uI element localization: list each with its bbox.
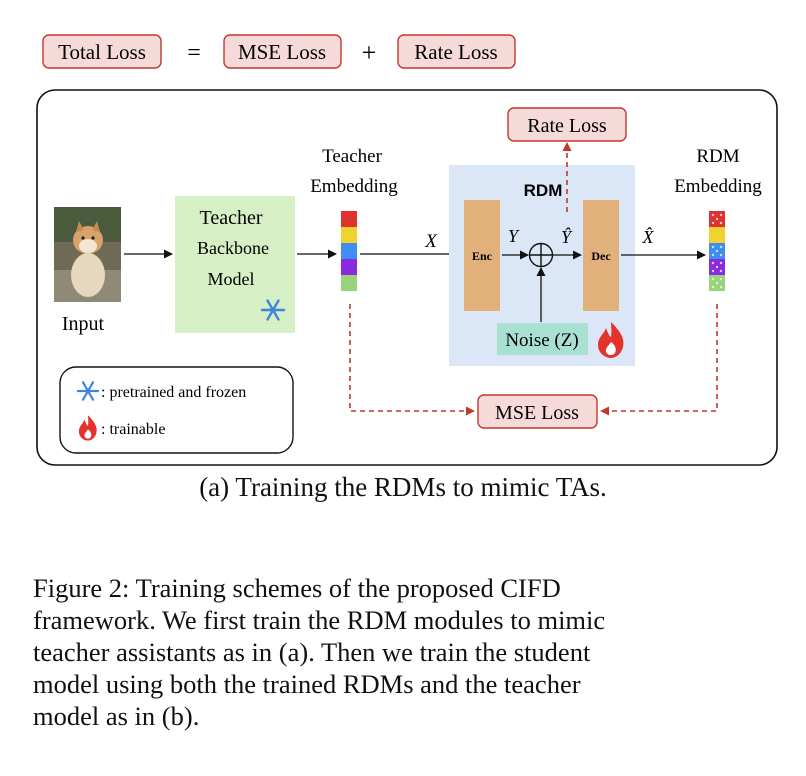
- legend-box: [59, 366, 294, 454]
- diagram-frame: [36, 89, 778, 466]
- caption-line: model using both the trained RDMs and th…: [33, 669, 581, 699]
- legend-flame-icon: [78, 415, 97, 441]
- caption-line: model as in (b).: [33, 701, 200, 731]
- teacher-model-line2: Backbone: [197, 238, 269, 258]
- figure-caption: Figure 2: Training schemes of the propos…: [33, 572, 793, 732]
- training-diagram: Total Loss = MSE Loss + Rate Loss Input …: [36, 34, 778, 466]
- caption-line: framework. We first train the RDM module…: [33, 605, 606, 635]
- y-hat-label: Ŷ: [561, 226, 573, 247]
- rdm-embedding-line2: Embedding: [674, 176, 762, 197]
- mse-loss-node-label: MSE Loss: [495, 402, 579, 424]
- teacher-embedding-line2: Embedding: [310, 176, 398, 197]
- enc-label: Enc: [472, 249, 493, 263]
- input-label: Input: [62, 313, 105, 335]
- teacher-model-line1: Teacher: [200, 207, 263, 229]
- rate-loss-box: [397, 34, 516, 69]
- mse-loss-box: [223, 34, 342, 69]
- equals-sign: =: [187, 40, 201, 66]
- mse-loss-node: [477, 394, 598, 429]
- noise-label: Noise (Z): [505, 330, 578, 351]
- rate-loss-node-label: Rate Loss: [527, 115, 607, 137]
- subfigure-caption: (a) Training the RDMs to mimic TAs.: [199, 472, 607, 502]
- x-label: X: [424, 231, 438, 252]
- caption-line: Figure 2: Training schemes of the propos…: [33, 573, 561, 603]
- legend-frozen-label: : pretrained and frozen: [101, 384, 246, 401]
- teacher-model-line3: Model: [208, 269, 255, 289]
- arrow-teacher-embedding-to-mse: [349, 304, 475, 416]
- legend-snowflake-icon: [76, 381, 100, 401]
- noise-box: [497, 323, 588, 355]
- loss-equation: Total Loss = MSE Loss + Rate Loss: [42, 34, 516, 69]
- encoder-box: [464, 200, 500, 311]
- sum-icon: [528, 242, 554, 268]
- snowflake-icon: [260, 299, 286, 321]
- rdm-title: RDM: [524, 181, 563, 200]
- decoder-box: [583, 200, 619, 311]
- teacher-embedding-line1: Teacher: [322, 146, 383, 167]
- total-loss-label: Total Loss: [58, 40, 146, 64]
- flame-icon: [598, 322, 624, 358]
- x-hat-label: X̂: [642, 227, 655, 247]
- rate-loss-node: [507, 107, 627, 142]
- dec-label: Dec: [591, 249, 611, 263]
- y-label: Y: [508, 226, 520, 246]
- mse-loss-label: MSE Loss: [238, 40, 326, 64]
- caption-line: teacher assistants as in (a). Then we tr…: [33, 637, 591, 667]
- legend-trainable-label: : trainable: [101, 421, 165, 438]
- input-image: [54, 207, 121, 302]
- rdm-embedding-vector: [709, 211, 725, 291]
- rate-loss-label: Rate Loss: [414, 40, 497, 64]
- total-loss-box: [42, 34, 162, 69]
- plus-sign: +: [362, 38, 377, 67]
- arrow-rdm-embedding-to-mse: [600, 304, 718, 416]
- rdm-embedding-line1: RDM: [696, 146, 739, 167]
- teacher-embedding-vector: [341, 211, 357, 291]
